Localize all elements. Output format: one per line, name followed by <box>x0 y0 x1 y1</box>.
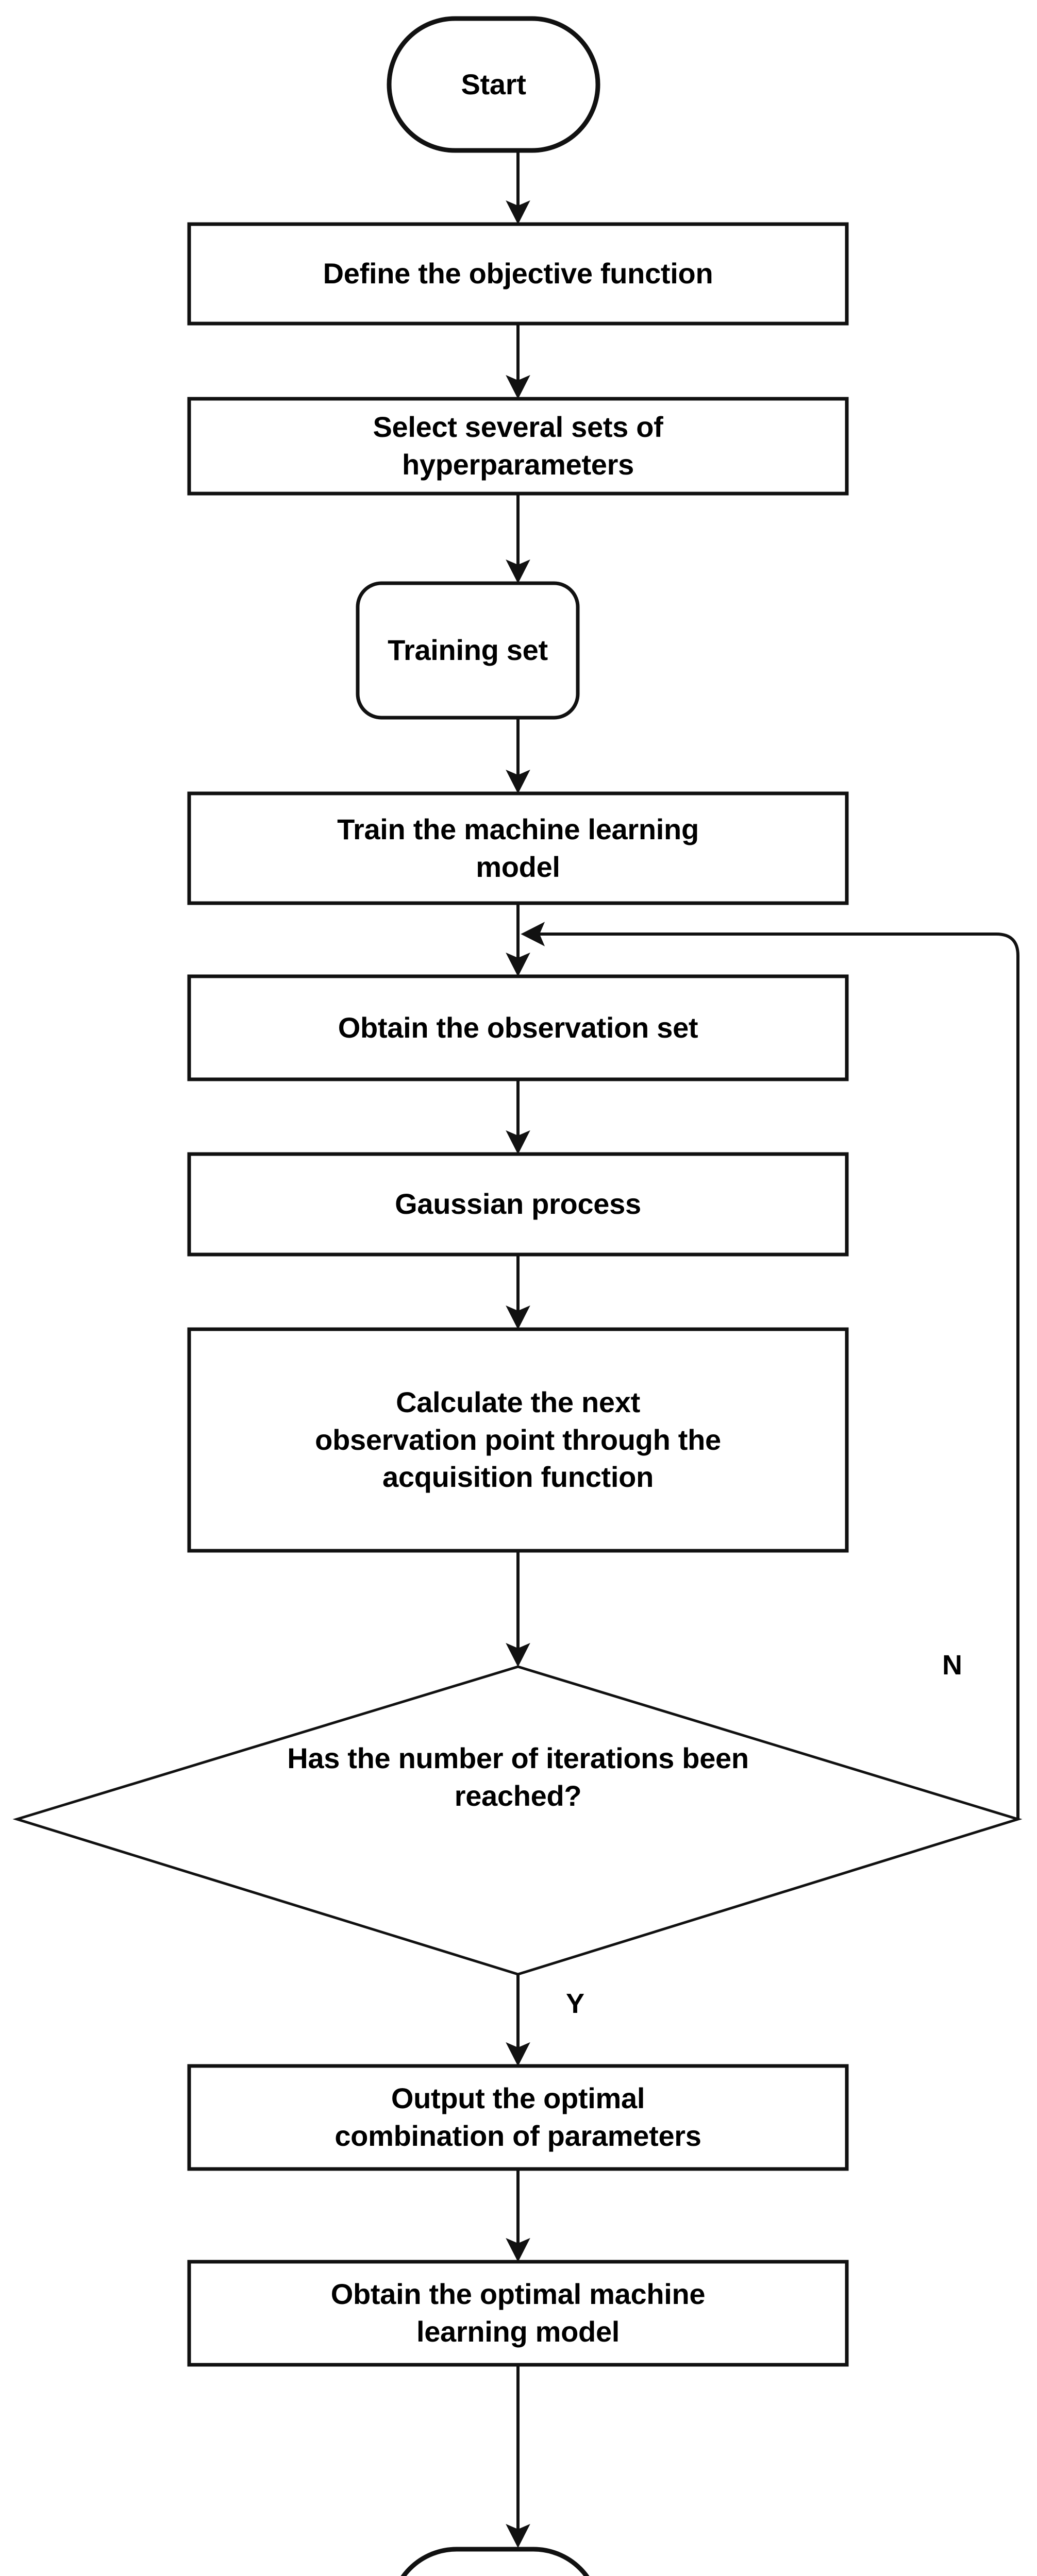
node-select-shape <box>187 397 849 496</box>
edge-label-yes: Y <box>566 1988 585 2019</box>
node-start-shape <box>387 16 600 153</box>
node-end-shape <box>400 2547 590 2576</box>
node-trainset-shape <box>356 581 580 720</box>
edge-decision-no-loopback <box>521 922 1019 1819</box>
node-gp-shape <box>187 1152 849 1257</box>
node-acquire-shape <box>187 1327 849 1553</box>
node-define-shape <box>187 222 849 326</box>
node-output-shape <box>187 2064 849 2171</box>
node-observe-shape <box>187 974 849 1081</box>
node-final-shape <box>187 2260 849 2367</box>
node-trainmodel-shape <box>187 791 849 905</box>
node-decision-shape <box>12 1665 1023 1976</box>
edge-label-no: N <box>942 1650 962 1681</box>
